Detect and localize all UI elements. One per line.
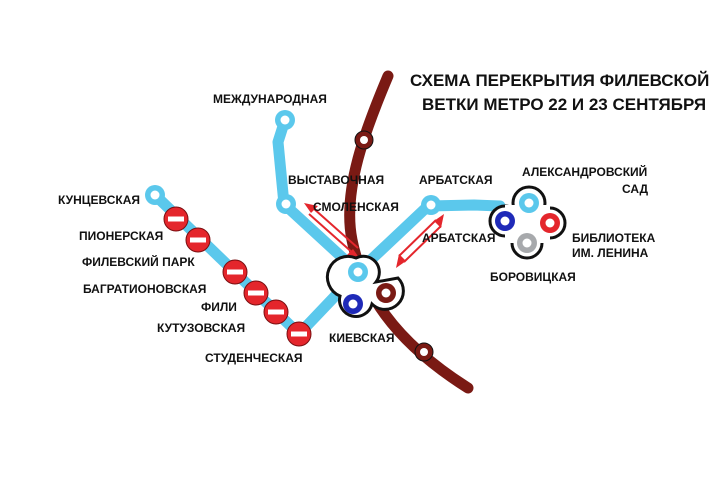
closed-studencheskaya-icon: [286, 321, 312, 347]
label-kutuzovskaya: КУТУЗОВСКАЯ: [157, 321, 245, 335]
label-fili: ФИЛИ: [201, 300, 237, 314]
koltsevaya-line: [344, 70, 474, 394]
label-kuntsevskaya: КУНЦЕВСКАЯ: [58, 193, 140, 207]
closed-kutuzovskaya-icon: [263, 299, 289, 325]
map-title-line2: ВЕТКИ МЕТРО 22 И 23 СЕНТЯБРЯ: [422, 95, 706, 114]
station-kuntsevskaya-marker: [145, 185, 165, 205]
station-vystavochnaya-marker: [276, 194, 296, 214]
closed-fili-icon: [243, 280, 269, 306]
label-vystavochnaya: ВЫСТАВОЧНАЯ: [288, 173, 384, 187]
label-smolenskaya: СМОЛЕНСКАЯ: [313, 200, 399, 214]
closed-pionerskaya-icon: [163, 206, 189, 232]
station-arbatskaya-filevskaya-marker: [421, 195, 441, 215]
station-mezhdunarodnaya-marker: [275, 110, 295, 130]
label-kievskaya: КИЕВСКАЯ: [329, 331, 394, 345]
label-borovitskaya: БОРОВИЦКАЯ: [490, 270, 576, 284]
closed-filevsky-park-icon: [185, 227, 211, 253]
label-pionerskaya: ПИОНЕРСКАЯ: [79, 229, 163, 243]
label-arbatskaya-filevskaya: АРБАТСКАЯ: [419, 173, 493, 187]
label-bagrationovskaya: БАГРАТИОНОВСКАЯ: [83, 282, 206, 296]
label-biblioteka-line2: ИМ. ЛЕНИНА: [572, 246, 649, 260]
label-biblioteka-line1: БИБЛИОТЕКА: [572, 231, 656, 245]
label-studencheskaya: СТУДЕНЧЕСКАЯ: [205, 351, 303, 365]
transfer-arrow-arbatskaya-kievskaya: [396, 214, 444, 268]
label-aleksandrovsky-sad-line1: АЛЕКСАНДРОВСКИЙ: [522, 164, 647, 179]
label-filevsky-park: ФИЛЕВСКИЙ ПАРК: [82, 254, 195, 269]
map-title-line1: СХЕМА ПЕРЕКРЫТИЯ ФИЛЕВСКОЙ: [410, 71, 709, 90]
kievskaya-interchange: [325, 254, 405, 318]
label-mezhdunarodnaya: МЕЖДУНАРОДНАЯ: [213, 92, 327, 106]
label-arbatskaya-arbatsko: АРБАТСКАЯ: [422, 231, 496, 245]
filevskaya-line-main: [272, 114, 506, 278]
closed-bagrationovskaya-icon: [222, 259, 248, 285]
center-interchange: [488, 185, 567, 260]
label-aleksandrovsky-sad-line2: САД: [622, 182, 648, 196]
